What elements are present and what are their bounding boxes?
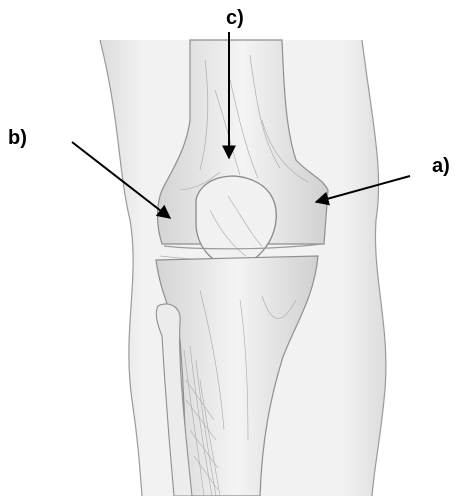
label-a: a) — [432, 155, 450, 177]
label-b: b) — [8, 127, 27, 149]
label-c: c) — [226, 7, 244, 29]
